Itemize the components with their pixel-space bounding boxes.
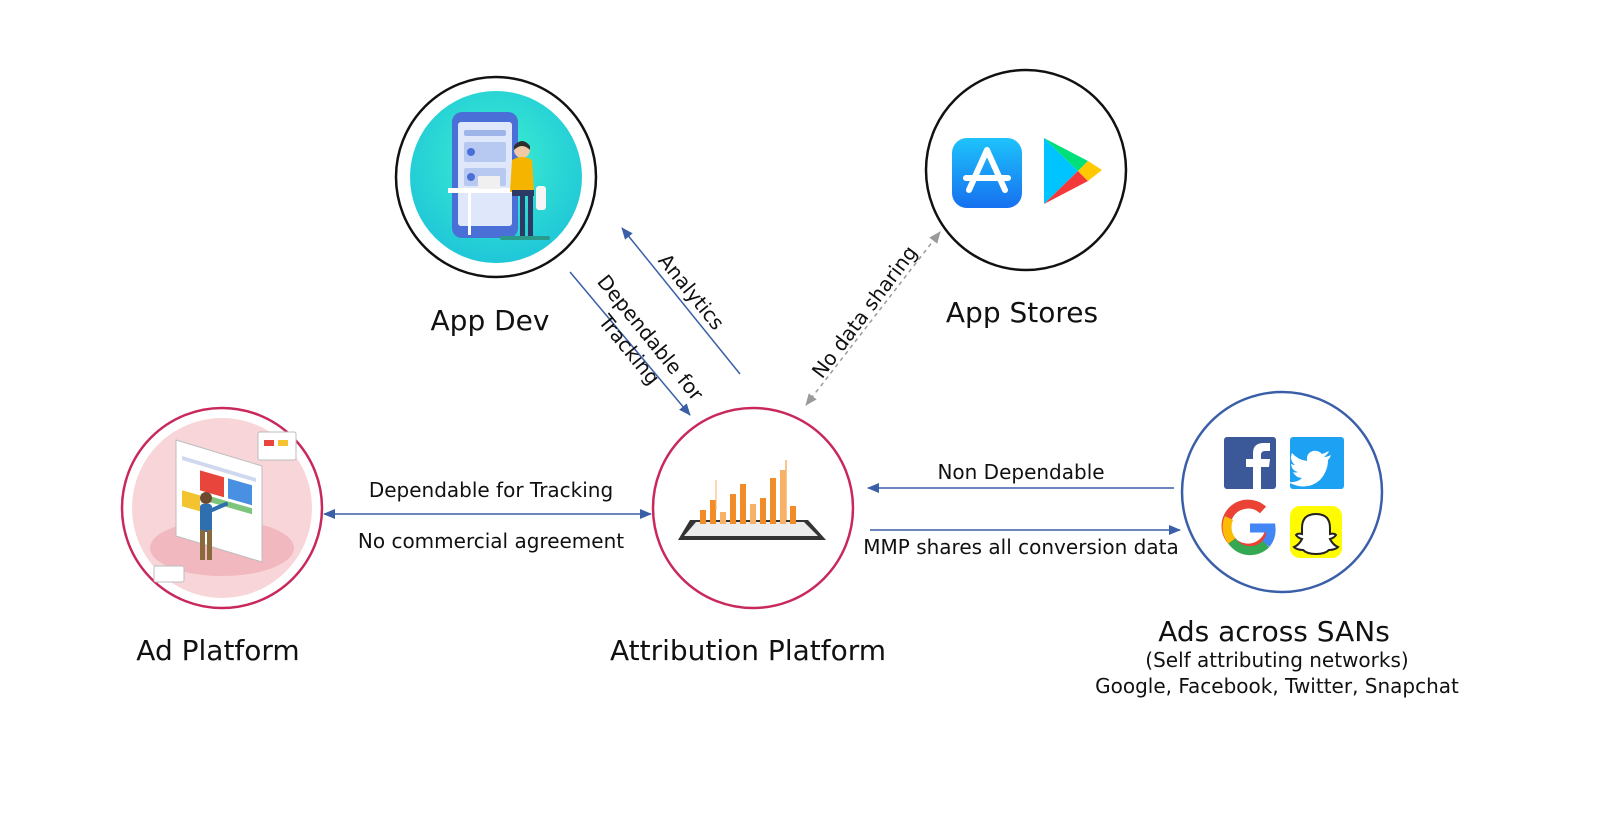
mmp-shares-label: MMP shares all conversion data bbox=[863, 535, 1178, 559]
app-dev-node bbox=[394, 75, 598, 279]
no-data-sharing-label: No data sharing bbox=[807, 241, 922, 383]
snapchat-icon bbox=[1290, 506, 1342, 558]
google-play-icon bbox=[1044, 138, 1102, 204]
sans-label: Ads across SANs bbox=[1158, 615, 1390, 648]
twitter-icon bbox=[1288, 437, 1344, 489]
app-dev-label: App Dev bbox=[431, 304, 550, 337]
ad-platform-node bbox=[120, 406, 324, 610]
ad-agreement-label: No commercial agreement bbox=[358, 529, 624, 553]
app-stores-node bbox=[924, 68, 1128, 272]
ad-tracking-label: Dependable for Tracking bbox=[369, 478, 613, 502]
sans-networks: Google, Facebook, Twitter, Snapchat bbox=[1095, 674, 1459, 698]
app-store-icon bbox=[952, 138, 1022, 208]
analytics-arrow bbox=[621, 227, 741, 375]
facebook-icon bbox=[1224, 437, 1276, 489]
ad-platform-label: Ad Platform bbox=[136, 634, 299, 667]
attribution-platform-node bbox=[651, 406, 855, 610]
sans-node bbox=[1180, 390, 1384, 594]
sans-sublabel: (Self attributing networks) bbox=[1145, 648, 1408, 672]
analytics-label: Analytics bbox=[654, 249, 730, 335]
tablet-chart-icon bbox=[678, 460, 826, 540]
google-icon bbox=[1221, 499, 1276, 556]
developer-illustration-icon bbox=[410, 91, 582, 263]
non-dependable-label: Non Dependable bbox=[937, 460, 1104, 484]
dev-tracking-arrow bbox=[569, 271, 691, 416]
ad-billboard-illustration-icon bbox=[132, 418, 312, 598]
app-stores-label: App Stores bbox=[946, 296, 1098, 329]
attribution-platform-label: Attribution Platform bbox=[610, 634, 886, 667]
